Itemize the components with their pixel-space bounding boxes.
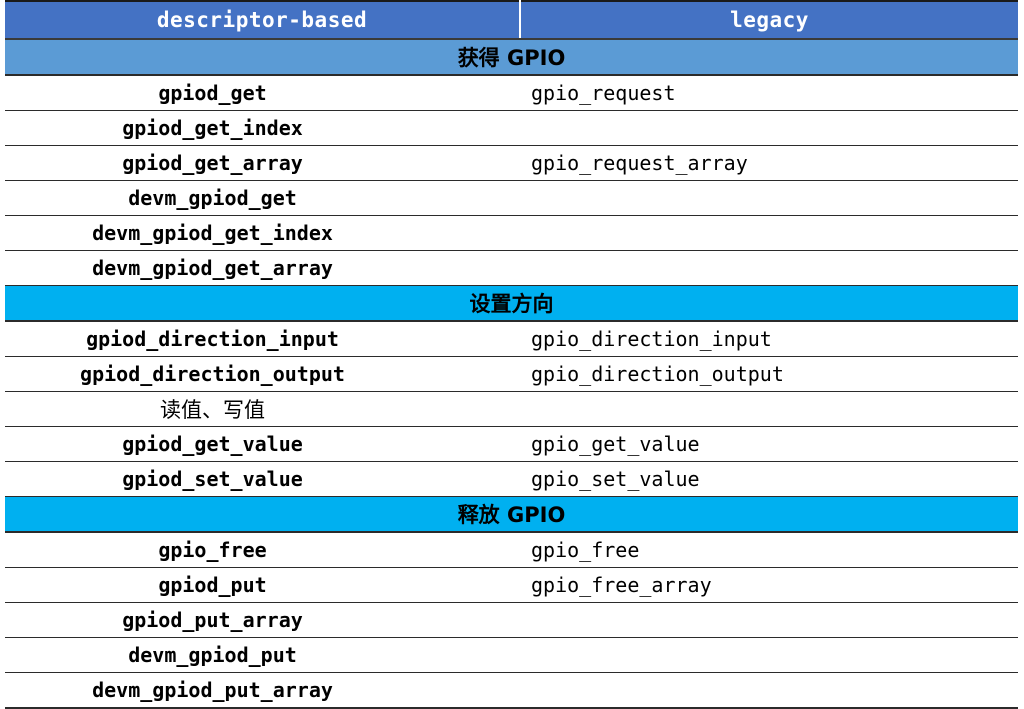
cell-legacy (520, 110, 1018, 146)
cell-descriptor-based: gpiod_get (5, 75, 520, 111)
column-header-legacy: legacy (520, 0, 1018, 40)
cell-legacy: gpio_set_value (520, 461, 1018, 497)
cell-descriptor-based: devm_gpiod_get_index (5, 215, 520, 251)
descriptor-api-name: devm_gpiod_put_array (92, 678, 333, 702)
section-header-row: 获得 GPIO (5, 38, 1018, 76)
table-row: devm_gpiod_put (5, 637, 1018, 673)
table-row: gpiod_get gpio_request (5, 75, 1018, 111)
descriptor-api-name: devm_gpiod_get_index (92, 221, 333, 245)
cell-descriptor-based: devm_gpiod_get (5, 180, 520, 216)
cell-descriptor-based: gpiod_get_index (5, 110, 520, 146)
table-row: devm_gpiod_put_array (5, 672, 1018, 709)
cell-descriptor-based: gpiod_direction_output (5, 356, 520, 392)
descriptor-api-name: gpiod_set_value (122, 467, 303, 491)
table-row: devm_gpiod_get (5, 180, 1018, 216)
section-title: 释放 GPIO (5, 496, 1018, 533)
table-row: gpiod_get_index (5, 110, 1018, 146)
cell-descriptor-based: gpiod_set_value (5, 461, 520, 497)
cell-legacy: gpio_free (520, 532, 1018, 568)
cell-legacy (520, 250, 1018, 286)
descriptor-api-name: gpiod_direction_output (80, 362, 345, 386)
table-header-row: descriptor-based legacy (5, 0, 1018, 40)
cell-descriptor-based: gpio_free (5, 532, 520, 568)
cell-legacy (520, 672, 1018, 709)
cell-descriptor-based: gpiod_get_array (5, 145, 520, 181)
cell-legacy: gpio_direction_output (520, 356, 1018, 392)
descriptor-api-name: gpiod_get_value (122, 432, 303, 456)
section-title: 获得 GPIO (5, 38, 1018, 76)
table-row: gpiod_direction_output gpio_direction_out… (5, 356, 1018, 392)
cell-descriptor-based: gpiod_direction_input (5, 321, 520, 357)
cell-legacy (520, 215, 1018, 251)
descriptor-api-name: gpiod_get_array (122, 151, 303, 175)
table-row: devm_gpiod_get_array (5, 250, 1018, 286)
descriptor-api-name: devm_gpiod_get_array (92, 256, 333, 280)
table-row: gpiod_get_value gpio_get_value (5, 426, 1018, 462)
section-header-row: 释放 GPIO (5, 496, 1018, 533)
table-row: gpiod_get_array gpio_request_array (5, 145, 1018, 181)
table-row: gpiod_put_array (5, 602, 1018, 638)
table-body: 获得 GPIO gpiod_get gpio_request gpiod_get_in… (5, 38, 1018, 709)
descriptor-api-name: gpiod_direction_input (86, 327, 339, 351)
cell-legacy (520, 180, 1018, 216)
cell-descriptor-based: gpiod_put (5, 567, 520, 603)
section-title-text: 读值、写值 (160, 398, 265, 422)
cell-descriptor-based: devm_gpiod_put (5, 637, 520, 673)
descriptor-api-name: devm_gpiod_get (128, 186, 297, 210)
cell-legacy (520, 637, 1018, 673)
table-row: gpio_free gpio_free (5, 532, 1018, 568)
cell-descriptor-based: devm_gpiod_get_array (5, 250, 520, 286)
cell-legacy: gpio_get_value (520, 426, 1018, 462)
table-row: devm_gpiod_get_index (5, 215, 1018, 251)
section-header-row: 读值、写值 (5, 391, 1018, 427)
cell-legacy: gpio_request_array (520, 145, 1018, 181)
descriptor-api-name: devm_gpiod_put (128, 643, 297, 667)
section-title: 读值、写值 (5, 391, 1018, 427)
cell-legacy: gpio_direction_input (520, 321, 1018, 357)
cell-legacy: gpio_free_array (520, 567, 1018, 603)
cell-descriptor-based: devm_gpiod_put_array (5, 672, 520, 709)
table-row: gpiod_set_value gpio_set_value (5, 461, 1018, 497)
table-row: gpiod_put gpio_free_array (5, 567, 1018, 603)
descriptor-api-name: gpio_free (158, 538, 267, 562)
section-title: 设置方向 (5, 285, 1018, 322)
column-header-descriptor-based: descriptor-based (5, 0, 521, 40)
table-row: gpiod_direction_input gpio_direction_inpu… (5, 321, 1018, 357)
cell-descriptor-based: gpiod_put_array (5, 602, 520, 638)
cell-legacy (520, 602, 1018, 638)
descriptor-api-name: gpiod_put_array (122, 608, 303, 632)
descriptor-api-name: gpiod_get (158, 81, 267, 105)
cell-legacy: gpio_request (520, 75, 1018, 111)
cell-descriptor-based: gpiod_get_value (5, 426, 520, 462)
table-header: descriptor-based legacy (5, 0, 1018, 40)
descriptor-api-name: gpiod_get_index (122, 116, 303, 140)
descriptor-api-name: gpiod_put (158, 573, 267, 597)
section-header-row: 设置方向 (5, 285, 1018, 322)
